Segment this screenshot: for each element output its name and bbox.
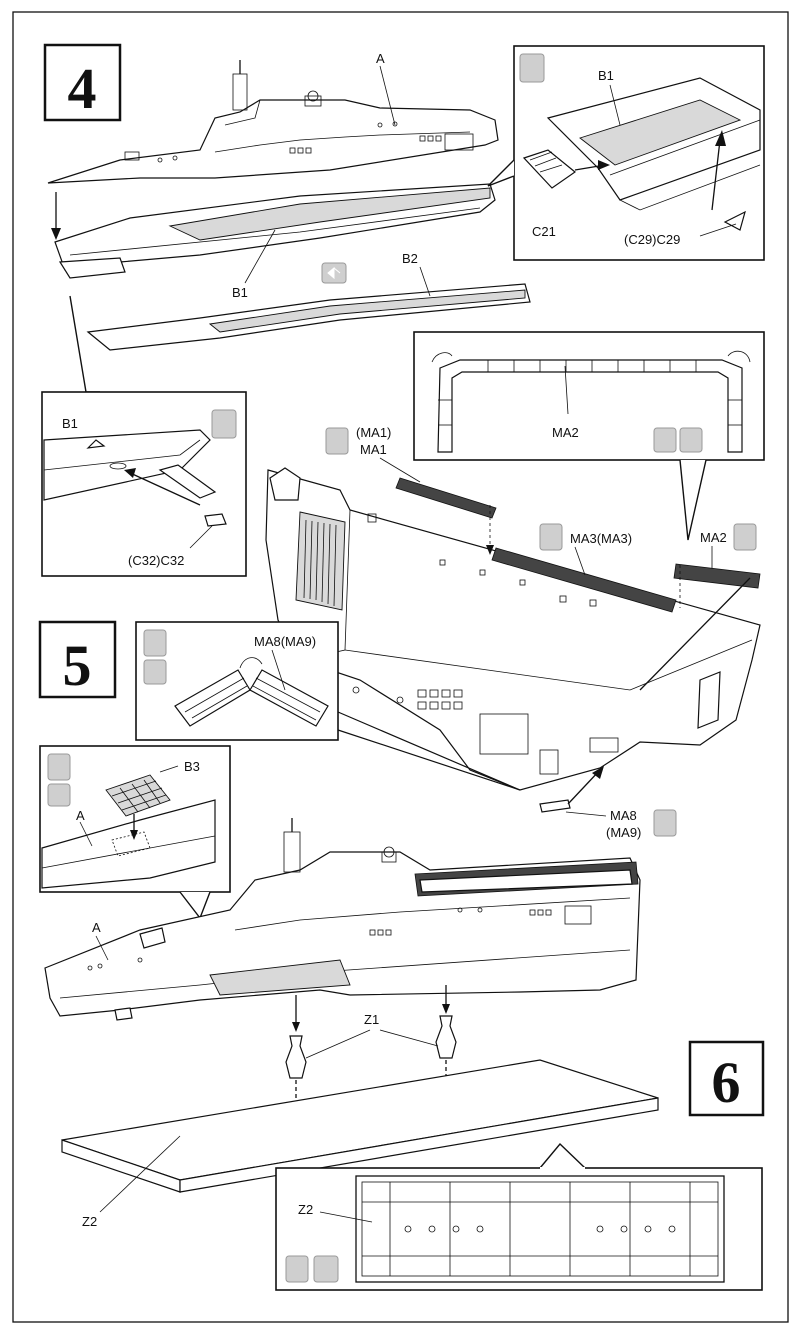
inset-b1-c32 bbox=[41, 295, 247, 577]
label-ma8: MA8 bbox=[610, 808, 637, 823]
inset-z2-underside bbox=[275, 1142, 763, 1291]
label-b2: B2 bbox=[402, 251, 418, 266]
step-5-group: 5 MA2 (MA1) MA1 bbox=[38, 331, 765, 1021]
assembled-ship bbox=[44, 818, 641, 1021]
inset-ma2 bbox=[413, 331, 765, 541]
label-b1-inset-left: B1 bbox=[62, 416, 78, 431]
inset-ma8-ma9 bbox=[135, 621, 521, 791]
inset-b3 bbox=[39, 745, 231, 920]
flip-icon bbox=[47, 783, 71, 807]
page-frame bbox=[12, 11, 789, 1323]
optional-icon bbox=[653, 427, 677, 453]
cement-icon bbox=[47, 753, 71, 781]
arrow-right-icon bbox=[598, 160, 610, 170]
arrow-up-icon bbox=[592, 766, 604, 779]
arrow-down-icon bbox=[51, 228, 61, 240]
label-ma1: MA1 bbox=[360, 442, 387, 457]
glue-icon bbox=[539, 523, 563, 551]
label-a-ship: A bbox=[92, 920, 101, 935]
label-b1-inset-top: B1 bbox=[598, 68, 614, 83]
label-z2: Z2 bbox=[82, 1214, 97, 1229]
label-ma8-ma9-inset: MA8(MA9) bbox=[254, 634, 316, 649]
part-ma3 bbox=[491, 547, 677, 613]
label-c29: (C29)C29 bbox=[624, 232, 680, 247]
cement-icon bbox=[313, 1255, 339, 1283]
step-4-box bbox=[43, 43, 122, 122]
arrow-down-icon bbox=[486, 545, 494, 555]
rear-deck-assembly bbox=[265, 467, 761, 791]
stand-supports-z1 bbox=[285, 985, 457, 1118]
part-ma8 bbox=[539, 799, 571, 813]
step-4-number: 4 bbox=[68, 56, 97, 121]
label-b3: B3 bbox=[184, 759, 200, 774]
label-b1-hull: B1 bbox=[232, 285, 248, 300]
label-c21: C21 bbox=[532, 224, 556, 239]
label-z2-inset: Z2 bbox=[298, 1202, 313, 1217]
label-ma9: (MA9) bbox=[606, 825, 641, 840]
label-ma2: MA2 bbox=[700, 530, 727, 545]
b2-piece bbox=[86, 283, 531, 351]
arrow-up-icon bbox=[715, 130, 726, 146]
glue-icon bbox=[733, 523, 757, 551]
step-6-group: 6 Z1 Z2 bbox=[61, 985, 765, 1291]
step-6-box bbox=[688, 1040, 765, 1117]
label-ma2-inset: MA2 bbox=[552, 425, 579, 440]
glue-icon bbox=[285, 1255, 309, 1283]
part-ma1 bbox=[395, 477, 497, 519]
arrow-left-icon bbox=[124, 468, 136, 478]
arrow-down-icon bbox=[130, 830, 138, 840]
step-4-group: 4 A bbox=[41, 43, 765, 577]
step-5-number: 5 bbox=[63, 633, 92, 698]
label-z1: Z1 bbox=[364, 1012, 379, 1027]
step-5-box bbox=[38, 620, 117, 699]
inset-b1-c21-c29 bbox=[487, 45, 765, 261]
part-ma2 bbox=[673, 563, 761, 589]
step-6-number: 6 bbox=[712, 1050, 741, 1115]
upper-deck-a bbox=[47, 60, 499, 184]
glue-icon bbox=[519, 53, 545, 83]
label-a-top: A bbox=[376, 51, 385, 66]
glue-icon bbox=[679, 427, 703, 453]
cement-icon bbox=[211, 409, 237, 439]
label-ma3: MA3(MA3) bbox=[570, 531, 632, 546]
label-c32: (C32)C32 bbox=[128, 553, 184, 568]
glue-icon bbox=[143, 629, 167, 657]
label-ma1-paren: (MA1) bbox=[356, 425, 391, 440]
glue-icon bbox=[653, 809, 677, 837]
optional-icon bbox=[143, 659, 167, 685]
glue-icon bbox=[325, 427, 349, 455]
label-a-inset: A bbox=[76, 808, 85, 823]
lower-hull bbox=[54, 183, 496, 279]
